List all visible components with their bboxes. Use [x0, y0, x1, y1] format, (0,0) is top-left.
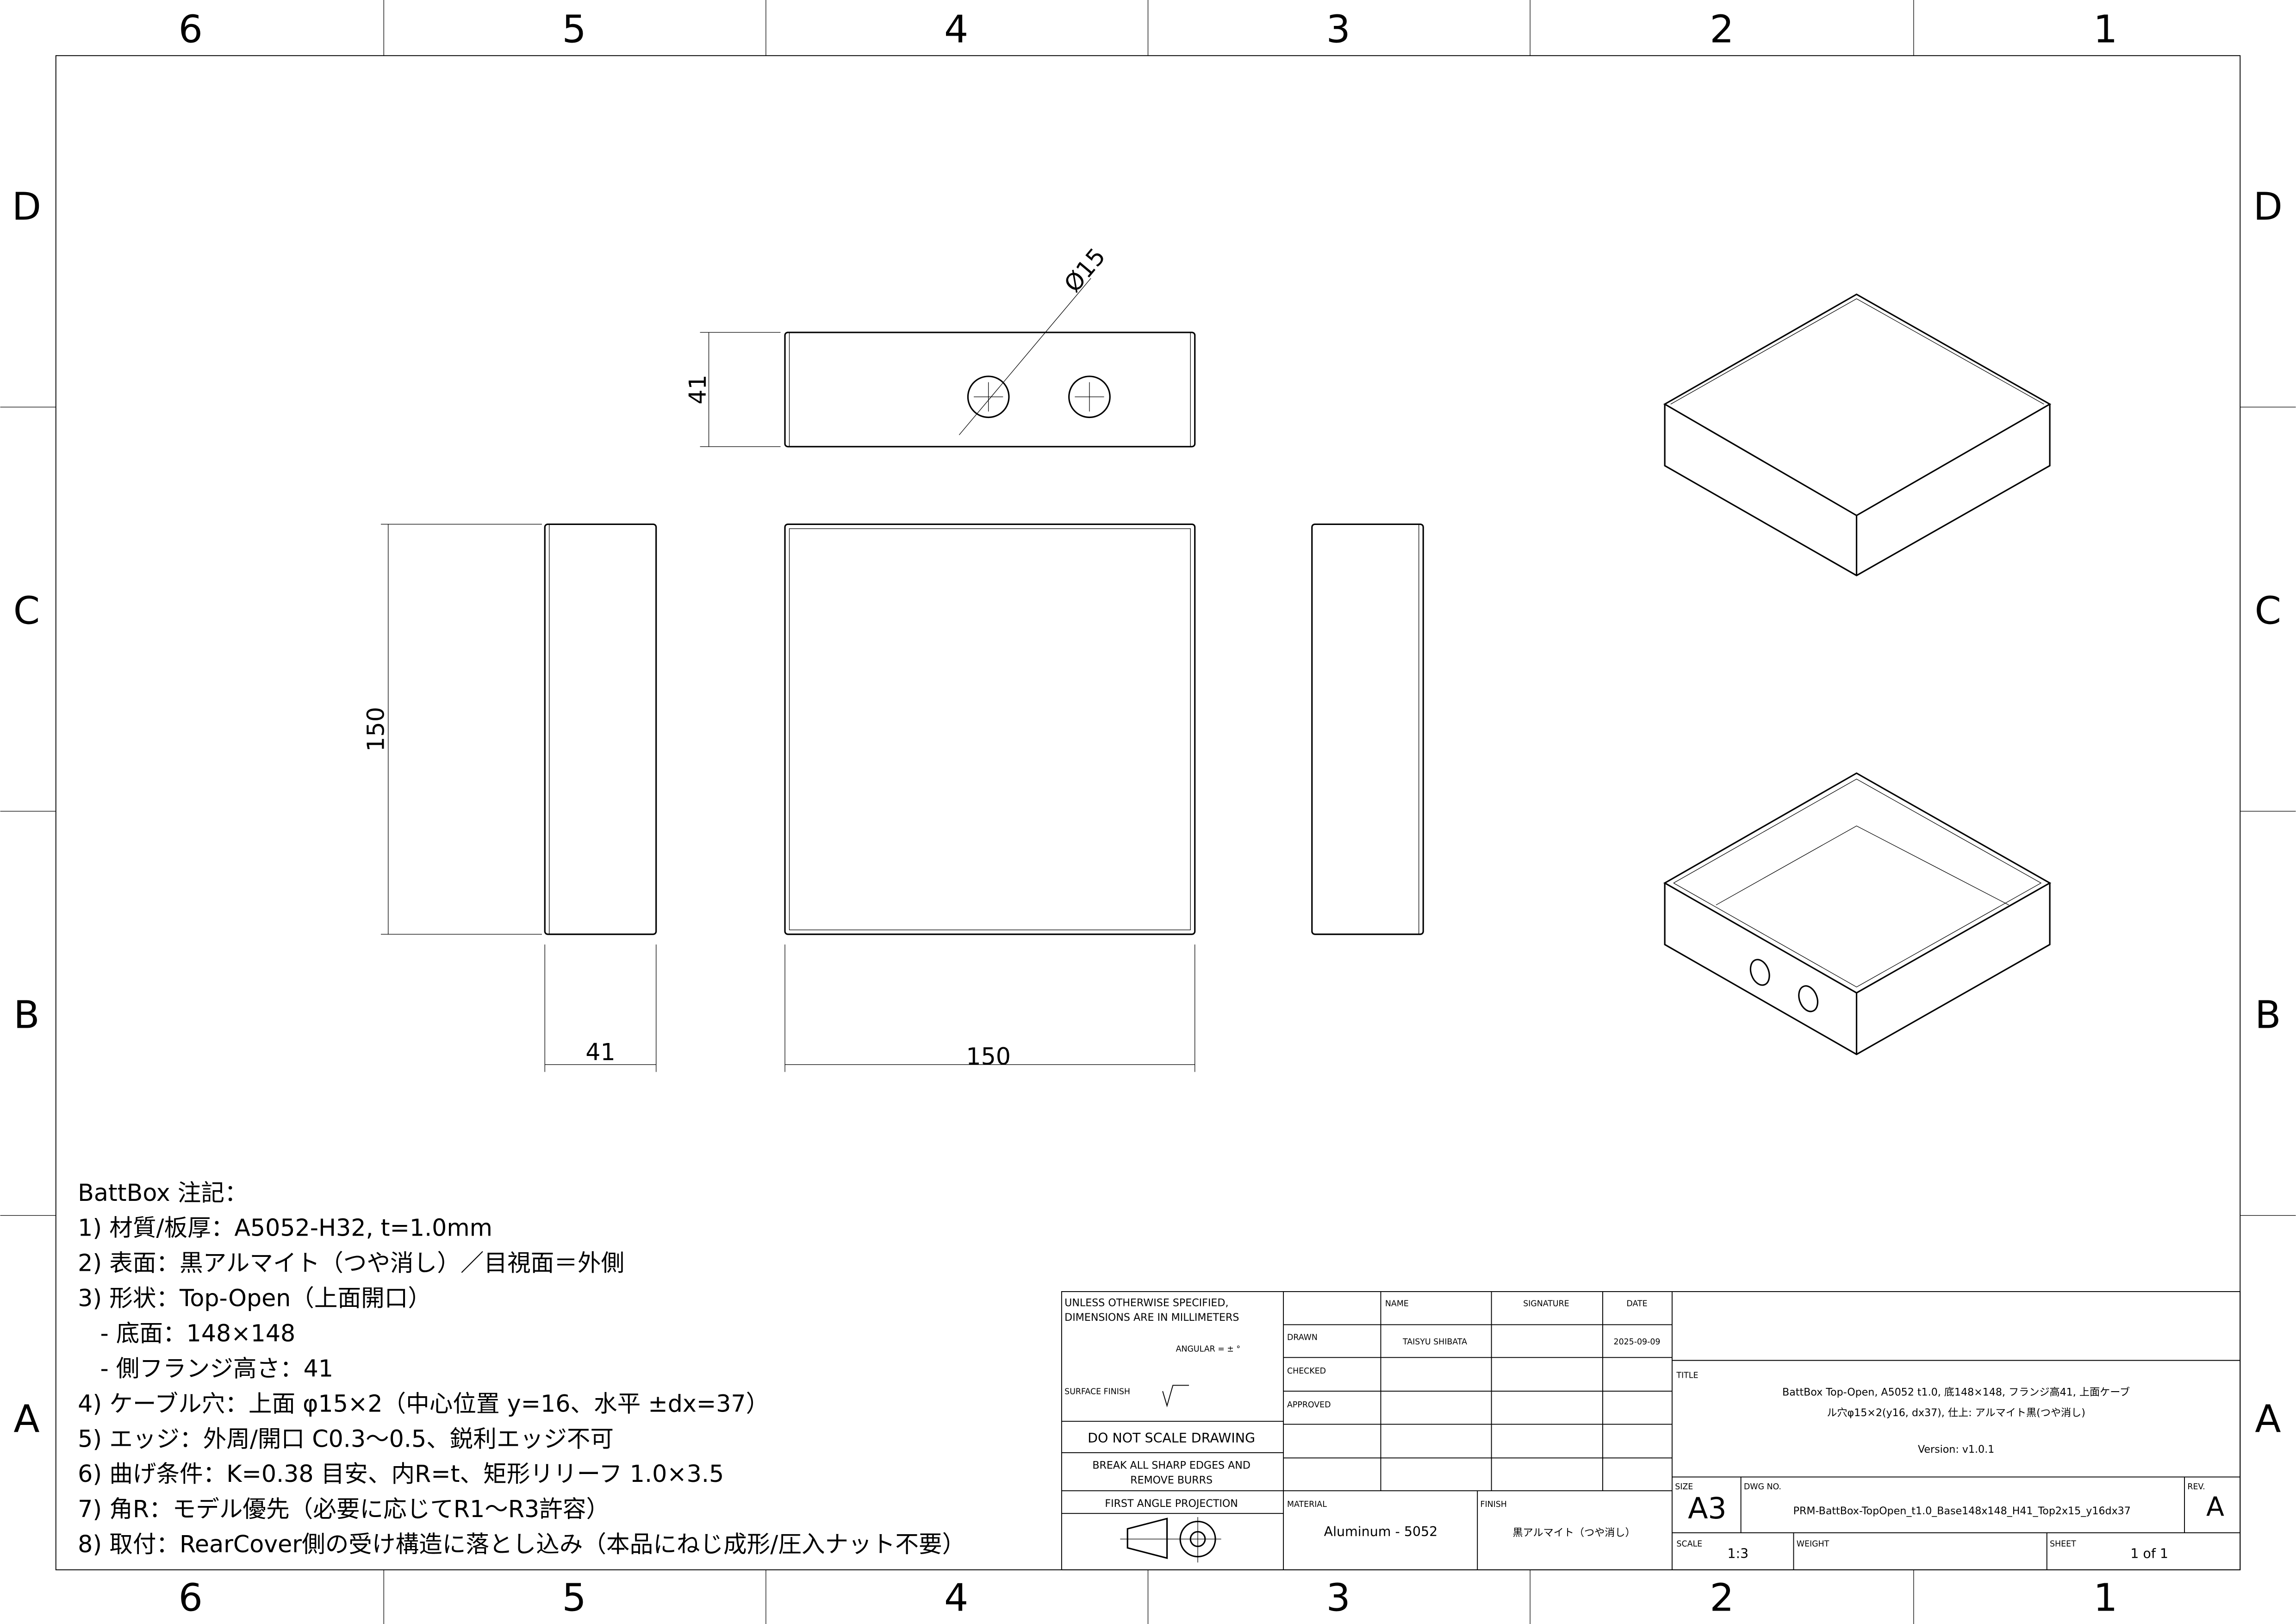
isometric-view-open — [1663, 772, 2052, 1056]
do-not-scale: DO NOT SCALE DRAWING — [1088, 1430, 1255, 1446]
dwg-no-label: DWG NO. — [1744, 1482, 1781, 1492]
notes: BattBox 注記： 1) 材質/板厚：A5052-H32, t=1.0mm … — [78, 1179, 965, 1558]
surface-finish-label: SURFACE FINISH — [1064, 1387, 1130, 1396]
zone-col-bottom: 1 — [2093, 1576, 2117, 1620]
zone-col-bottom: 6 — [179, 1576, 203, 1620]
approved-label: APPROVED — [1287, 1400, 1331, 1410]
cable-hole — [1749, 959, 1770, 986]
zone-col-top: 6 — [179, 8, 203, 52]
tolerance-note: DIMENSIONS ARE IN MILLIMETERS — [1064, 1312, 1239, 1324]
col-date: DATE — [1626, 1299, 1647, 1309]
notes-heading: BattBox 注記： — [78, 1179, 248, 1206]
note-line: 3) 形状：Top-Open（上面開口） — [78, 1285, 431, 1312]
isometric-view-closed — [1663, 293, 2052, 576]
title-label: TITLE — [1676, 1371, 1698, 1380]
cable-hole — [1068, 375, 1111, 418]
projection-label: FIRST ANGLE PROJECTION — [1105, 1498, 1238, 1510]
zone-col-bottom: 3 — [1326, 1576, 1350, 1620]
zone-row-left: D — [12, 185, 41, 229]
front-view: 150 41 150 — [362, 523, 1424, 1072]
break-edges-note: BREAK ALL SHARP EDGES AND — [1092, 1460, 1251, 1472]
note-line: - 側フランジ高さ：41 — [78, 1355, 333, 1382]
front-height-dim: 150 — [362, 707, 389, 752]
col-name: NAME — [1385, 1299, 1409, 1309]
rev-value: A — [2206, 1492, 2224, 1522]
drawn-name: TAISYU SHIBATA — [1402, 1337, 1467, 1347]
checked-label: CHECKED — [1287, 1367, 1326, 1376]
cable-hole — [967, 375, 1010, 418]
zone-col-bottom: 2 — [1710, 1576, 1734, 1620]
weight-label: WEIGHT — [1797, 1539, 1829, 1549]
zone-row-left: B — [13, 993, 39, 1037]
first-angle-projection-icon — [1120, 1517, 1221, 1563]
top-height-dim: 41 — [684, 375, 711, 404]
material-label: MATERIAL — [1287, 1500, 1327, 1509]
side-width-dim: 41 — [585, 1038, 615, 1066]
cable-hole — [1798, 985, 1819, 1012]
rev-label: REV. — [2187, 1482, 2205, 1492]
tolerance-note: UNLESS OTHERWISE SPECIFIED, — [1064, 1297, 1228, 1309]
scale-value: 1:3 — [1727, 1546, 1748, 1562]
note-line: 2) 表面：黒アルマイト（つや消し）／目視面＝外側 — [78, 1249, 624, 1277]
title-text: BattBox Top-Open, A5052 t1.0, 底148×148, … — [1782, 1387, 2130, 1399]
zone-row-right: A — [2255, 1398, 2281, 1442]
size-label: SIZE — [1675, 1482, 1693, 1492]
note-line: 8) 取付：RearCover側の受け構造に落とし込み（本品にねじ成形/圧入ナッ… — [78, 1530, 965, 1558]
note-line: 4) ケーブル穴：上面 φ15×2（中心位置 y=16、水平 ±dx=37） — [78, 1390, 769, 1417]
title-text: ル穴φ15×2(y16, dx37), 仕上: アルマイト黒(つや消し) — [1827, 1407, 2085, 1419]
material-value: Aluminum - 5052 — [1324, 1524, 1438, 1539]
angular-tolerance: ANGULAR = ± ° — [1176, 1345, 1240, 1354]
note-line: - 底面：148×148 — [78, 1320, 295, 1347]
zone-row-left: C — [13, 589, 40, 633]
drawn-date: 2025-09-09 — [1614, 1337, 1661, 1347]
zone-row-right: D — [2253, 185, 2283, 229]
zone-col-top: 3 — [1326, 8, 1350, 52]
zone-labels: 6 5 4 3 2 1 6 5 4 3 2 1 D C B A D C B A — [12, 8, 2283, 1620]
zone-col-bottom: 4 — [944, 1576, 968, 1620]
title-block: UNLESS OTHERWISE SPECIFIED, DIMENSIONS A… — [1061, 1291, 2241, 1570]
finish-value: 黒アルマイト（つや消し） — [1512, 1527, 1635, 1539]
front-width-dim: 150 — [966, 1043, 1011, 1070]
sheet-label: SHEET — [2050, 1539, 2076, 1549]
zone-row-right: C — [2255, 589, 2281, 633]
surface-finish-icon — [1162, 1385, 1189, 1408]
zone-col-top: 2 — [1710, 8, 1734, 52]
scale-label: SCALE — [1676, 1539, 1702, 1549]
note-line: 6) 曲げ条件：K=0.38 目安、内R=t、矩形リリーフ 1.0×3.5 — [78, 1460, 724, 1487]
zone-row-left: A — [13, 1398, 39, 1442]
break-edges-note: REMOVE BURRS — [1130, 1474, 1213, 1486]
zone-col-top: 5 — [562, 8, 586, 52]
zone-row-right: B — [2255, 993, 2281, 1037]
zone-col-bottom: 5 — [562, 1576, 586, 1620]
zone-col-top: 4 — [944, 8, 968, 52]
zone-col-top: 1 — [2093, 8, 2117, 52]
note-line: 5) エッジ：外周/開口 C0.3〜0.5、鋭利エッジ不可 — [78, 1425, 614, 1452]
version: Version: v1.0.1 — [1918, 1443, 1994, 1455]
col-signature: SIGNATURE — [1523, 1299, 1569, 1309]
dwg-no-value: PRM-BattBox-TopOpen_t1.0_Base148x148_H41… — [1793, 1505, 2131, 1517]
drawn-label: DRAWN — [1287, 1333, 1318, 1342]
finish-label: FINISH — [1481, 1500, 1507, 1509]
note-line: 7) 角R：モデル優先（必要に応じてR1〜R3許容） — [78, 1495, 610, 1523]
size-value: A3 — [1688, 1491, 1727, 1525]
note-line: 1) 材質/板厚：A5052-H32, t=1.0mm — [78, 1214, 492, 1242]
sheet-value: 1 of 1 — [2130, 1546, 2168, 1562]
